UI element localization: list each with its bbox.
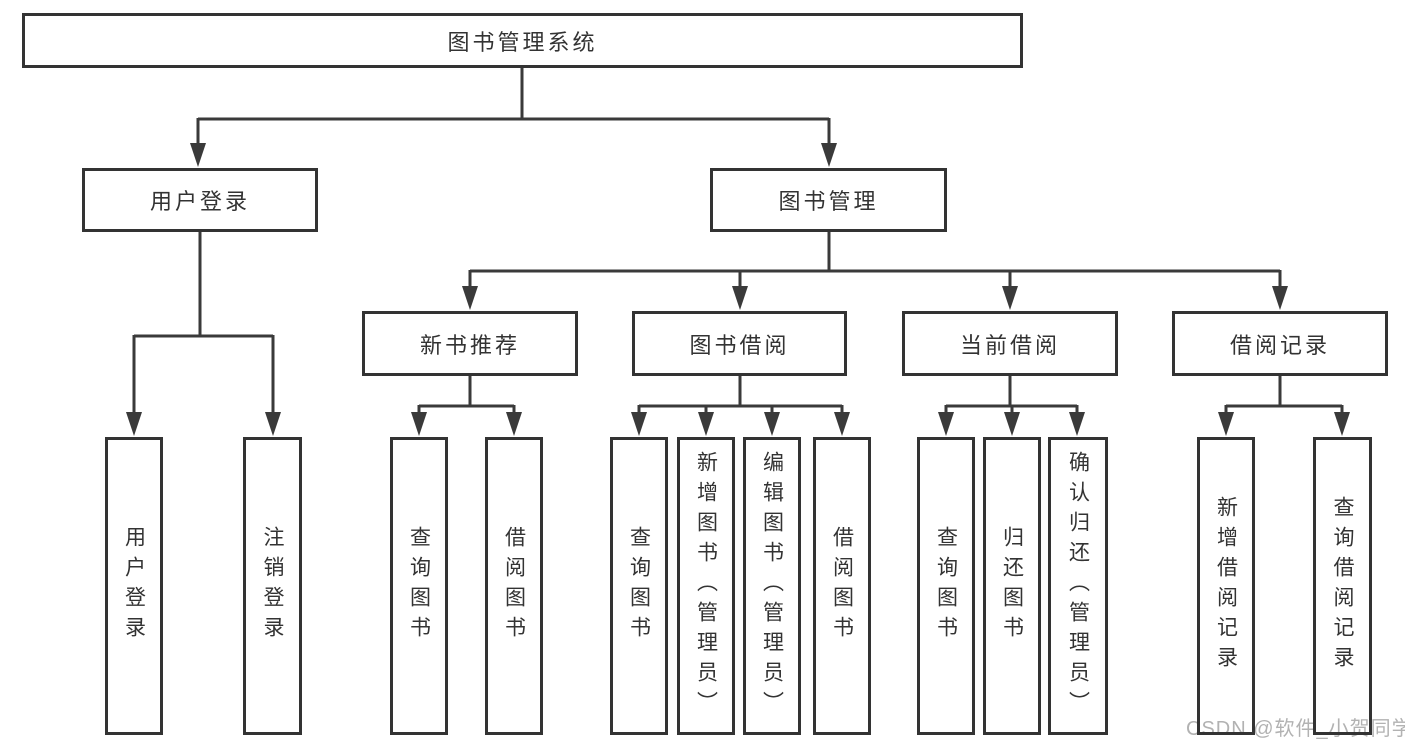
connector-new-book-recommend: [417, 374, 516, 414]
node-label: 图书管理: [778, 189, 879, 214]
leaf-query-borrow-record: 查询借阅记录: [1313, 437, 1372, 735]
arrowheads-book-management: [462, 286, 1288, 310]
leaf-add-borrow-record: 新增借阅记录: [1197, 437, 1255, 735]
leaf-label: 查询图书: [934, 526, 958, 646]
node-label: 图书管理系统: [447, 29, 598, 55]
connector-borrow-records: [1224, 374, 1344, 414]
leaf-label: 查询图书: [407, 526, 431, 646]
leaf-label: 查询借阅记录: [1331, 496, 1354, 676]
node-new-book-recommend: 新书推荐: [362, 311, 578, 376]
leaf-confirm-return-admin: 确认归还（管理员）: [1048, 437, 1108, 735]
node-user-login: 用户登录: [82, 168, 318, 232]
csdn-watermark: CSDN @软件_小贺同学: [1186, 718, 1405, 740]
connector-book-management: [468, 230, 1282, 288]
leaf-label: 查询图书: [627, 526, 651, 646]
leaf-return-book: 归还图书: [983, 437, 1041, 735]
arrowheads-root: [190, 143, 837, 167]
leaf-borrow-books-recommend: 借阅图书: [485, 437, 543, 735]
node-label: 新书推荐: [419, 332, 520, 358]
leaf-label: 编辑图书（管理员）: [760, 451, 784, 721]
node-label: 当前借阅: [959, 332, 1060, 358]
leaf-label: 新增图书（管理员）: [694, 451, 718, 721]
leaf-user-login: 用户登录: [105, 437, 163, 735]
arrowheads-book-borrow: [631, 412, 850, 436]
leaf-label: 确认归还（管理员）: [1066, 451, 1090, 721]
arrowheads-borrow-records: [1218, 412, 1350, 436]
leaf-borrow-books: 借阅图书: [813, 437, 871, 735]
connector-user-login: [132, 230, 275, 414]
node-book-borrow: 图书借阅: [632, 311, 847, 376]
leaf-label: 注销登录: [261, 526, 284, 646]
leaf-logout: 注销登录: [243, 437, 302, 735]
connector-book-borrow: [637, 374, 844, 414]
node-borrow-records: 借阅记录: [1172, 311, 1388, 376]
node-current-borrow: 当前借阅: [902, 311, 1118, 376]
leaf-query-books-current: 查询图书: [917, 437, 975, 735]
leaf-label: 新增借阅记录: [1214, 496, 1238, 676]
leaf-label: 借阅图书: [502, 526, 526, 646]
connector-root: [196, 66, 831, 144]
connector-current-borrow: [944, 374, 1079, 414]
arrowheads-user-login: [126, 412, 281, 436]
node-label: 借阅记录: [1229, 332, 1330, 358]
leaf-edit-book-admin: 编辑图书（管理员）: [743, 437, 801, 735]
leaf-query-books-recommend: 查询图书: [390, 437, 448, 735]
leaf-label: 借阅图书: [830, 526, 854, 646]
node-label: 图书借阅: [689, 332, 790, 358]
leaf-label: 用户登录: [122, 526, 146, 646]
node-library-system-root: 图书管理系统: [22, 13, 1023, 68]
arrowheads-new-book-recommend: [411, 412, 522, 436]
node-book-management: 图书管理: [710, 168, 947, 232]
leaf-label: 归还图书: [1000, 526, 1024, 646]
arrowheads-current-borrow: [938, 412, 1085, 436]
leaf-add-book-admin: 新增图书（管理员）: [677, 437, 735, 735]
leaf-query-books-borrow: 查询图书: [610, 437, 668, 735]
node-label: 用户登录: [149, 189, 250, 214]
